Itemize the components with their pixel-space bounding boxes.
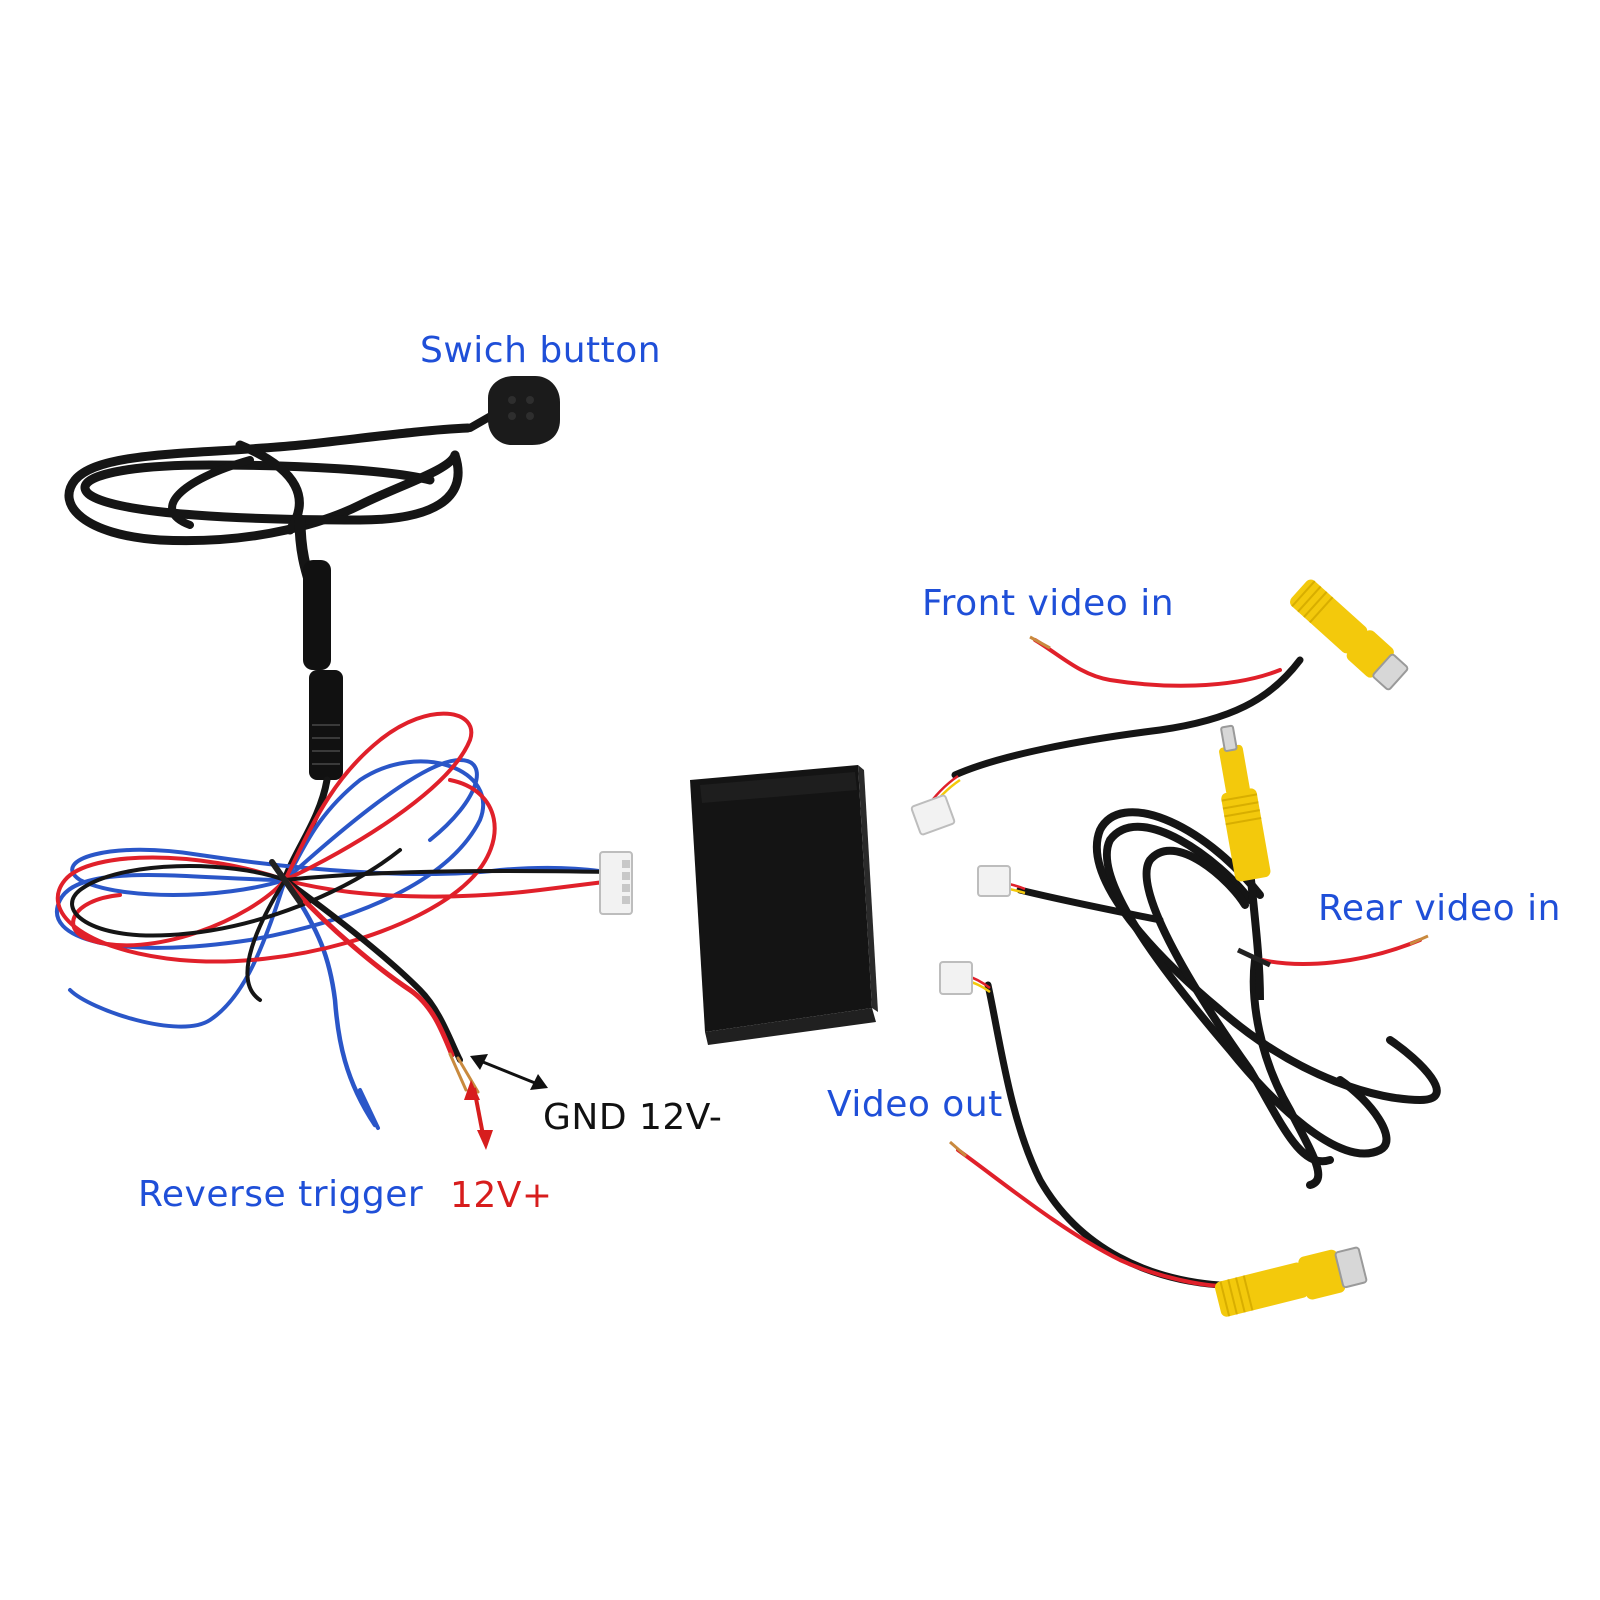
rear-video-white-connector (977, 865, 1011, 897)
gnd-black-tip (456, 1056, 480, 1094)
front-video-red-wire (1033, 638, 1282, 688)
rear-video-black-stem (1246, 869, 1264, 1001)
switch-button-plug-1 (303, 560, 331, 670)
harness-cable-tie (269, 859, 303, 905)
rear-video-rca-male (1219, 724, 1271, 882)
label-switch-button: Swich button (420, 330, 662, 371)
reverse-trigger-blue-tip (358, 1088, 380, 1130)
gnd-arrow (477, 1058, 541, 1087)
control-box-top (690, 765, 872, 1032)
harness-red-wires (55, 711, 622, 964)
rear-video-pigtail-cable (1016, 886, 1164, 924)
control-box-right-edge (858, 765, 878, 1012)
label-12v-positive: 12V+ (450, 1175, 553, 1216)
label-rear-video-in: Rear video in (1318, 888, 1561, 929)
video-out-white-connector (939, 961, 973, 995)
label-video-out: Video out (827, 1084, 1003, 1125)
rear-video-coil (1092, 808, 1441, 1189)
annotation-arrows (464, 1054, 548, 1150)
video-out-cable (939, 961, 1368, 1317)
switch-button-cable-coil (64, 423, 473, 606)
rear-video-cable (977, 724, 1441, 1189)
rear-video-red-wire (1260, 938, 1422, 966)
label-gnd-12v-negative: GND 12V- (543, 1097, 723, 1138)
video-out-rca-female (1214, 1246, 1368, 1317)
control-box (690, 765, 878, 1045)
video-out-red-tip (949, 1140, 967, 1158)
front-video-red-tip (1029, 635, 1051, 650)
gnd-black-wire (282, 877, 463, 1063)
switch-button-body (488, 376, 560, 445)
switch-button-assembly (64, 376, 560, 780)
front-video-white-connector (910, 794, 956, 836)
front-video-cable (910, 579, 1409, 836)
12v-arrowhead-down (477, 1130, 493, 1150)
rear-video-tie (1236, 947, 1272, 968)
video-out-red-wire (956, 1148, 1222, 1288)
gnd-arrowhead-left (470, 1054, 488, 1070)
rear-video-red-tip (1409, 934, 1429, 946)
12v-arrowhead-up (464, 1080, 480, 1100)
plug-ridges (312, 724, 340, 765)
front-video-black-cable (951, 656, 1304, 779)
label-reverse-trigger: Reverse trigger (138, 1174, 424, 1215)
harness-white-connector (599, 851, 633, 915)
control-box-bottom-edge (705, 1008, 876, 1045)
12v-red-wire (282, 877, 455, 1058)
control-box-highlight (700, 772, 857, 803)
label-front-video-in: Front video in (922, 583, 1175, 624)
power-harness (55, 711, 622, 1130)
front-video-rca-female (1290, 579, 1409, 691)
12v-red-tip (448, 1052, 468, 1092)
gnd-arrowhead-right (530, 1074, 548, 1090)
switch-button-dimples (508, 396, 534, 420)
